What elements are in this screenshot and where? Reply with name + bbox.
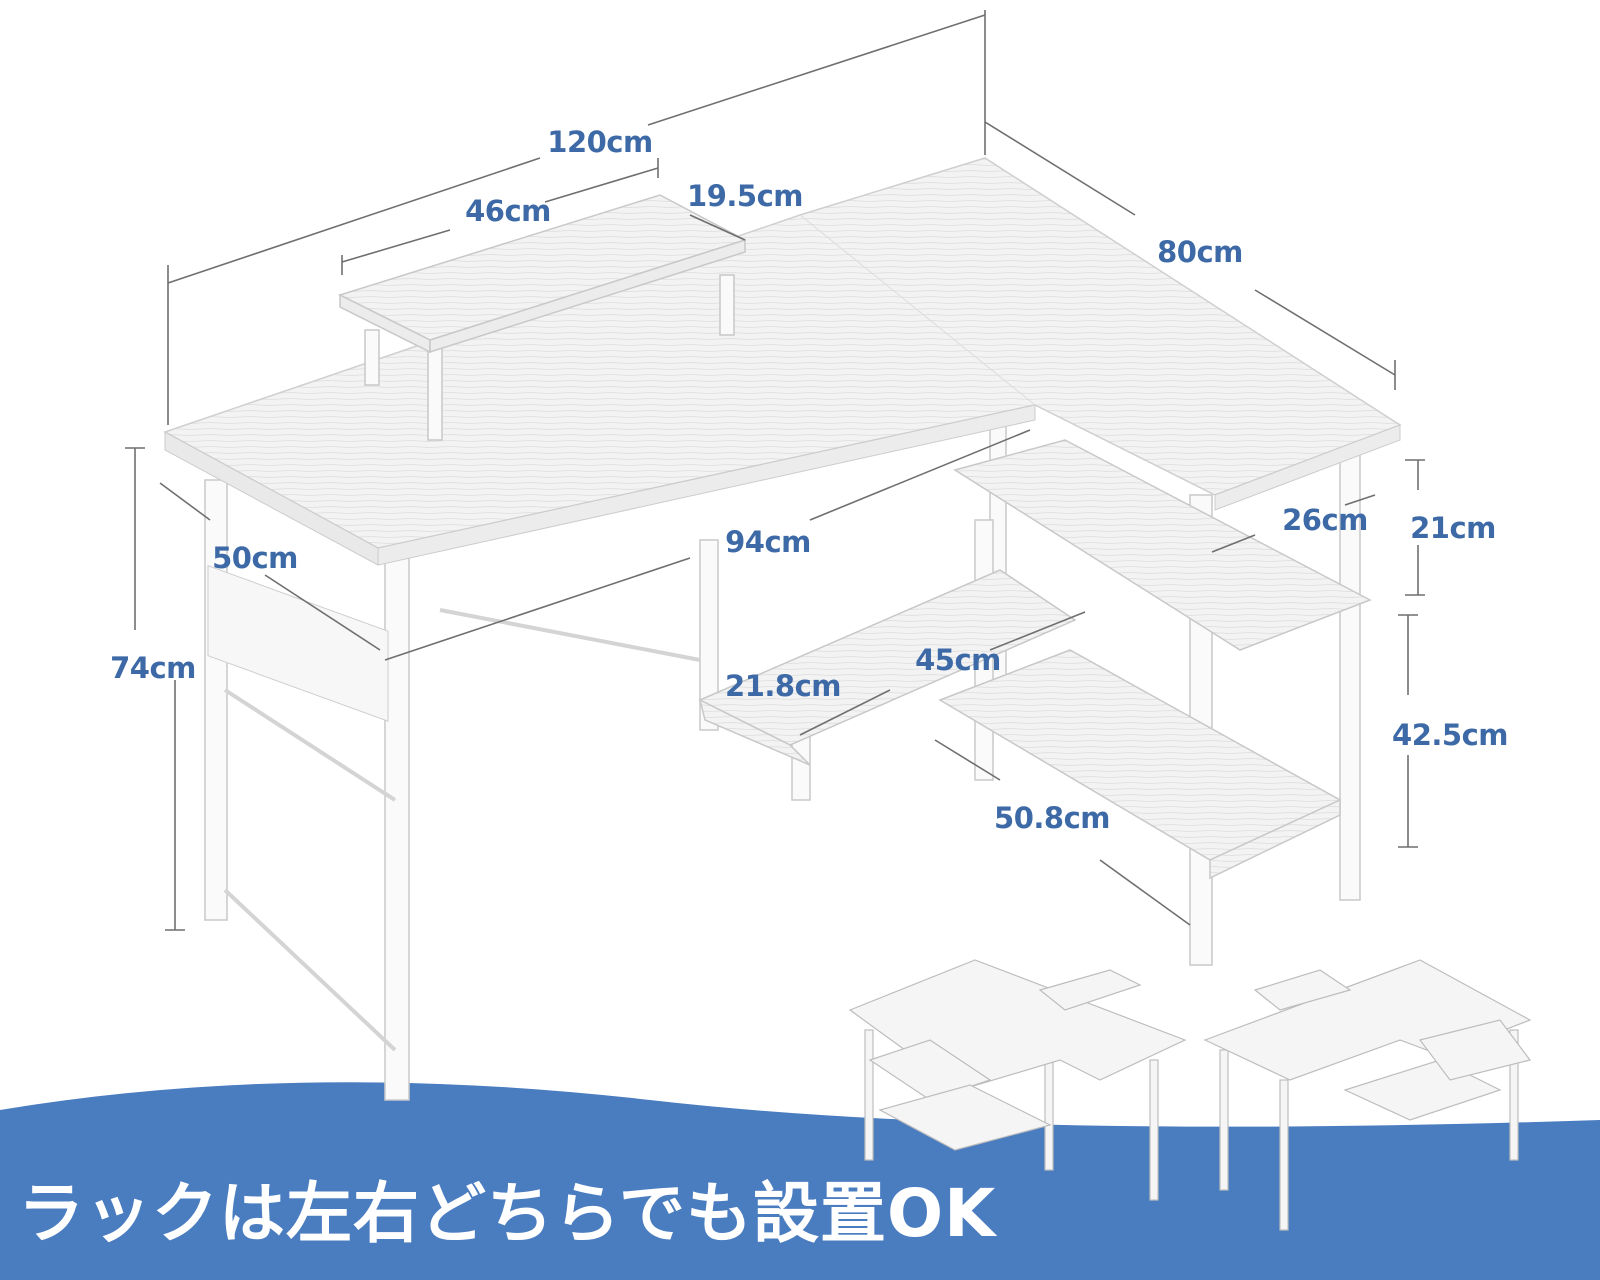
dimension-label-bottom-shelf-length: 50.8cm [994, 801, 1110, 835]
shelves [698, 439, 1372, 880]
dimension-label-lower-shelf-depth: 21.8cm [725, 669, 841, 703]
side-panel [207, 565, 389, 722]
dimension-label-return-length: 80cm [1157, 235, 1243, 269]
dimension-label-lower-shelf-gap: 42.5cm [1392, 718, 1508, 752]
dimension-label-desk-depth: 50cm [212, 541, 298, 575]
frame [223, 608, 701, 1052]
thumbnail-right-rack [848, 959, 1187, 1201]
dimension-label-stand-offset: 19.5cm [687, 179, 803, 213]
thumbnail-left-rack [1203, 959, 1532, 1231]
monitor-stand [338, 194, 747, 441]
dimension-label-height: 74cm [110, 651, 196, 685]
dimension-label-stand-width: 46cm [465, 194, 551, 228]
banner-background [0, 1082, 1600, 1280]
dimension-label-upper-shelf-gap: 21cm [1410, 511, 1496, 545]
dimension-label-shelf-depth: 26cm [1282, 503, 1368, 537]
dimension-label-lower-shelf-width: 45cm [915, 643, 1001, 677]
dimension-lines [125, 10, 1425, 931]
desk-top [163, 157, 1402, 566]
banner-caption: ラックは左右どちらでも設置OK [18, 1175, 997, 1252]
dimension-label-total-width: 120cm [547, 125, 653, 159]
dimension-label-inner-width: 94cm [725, 525, 811, 559]
